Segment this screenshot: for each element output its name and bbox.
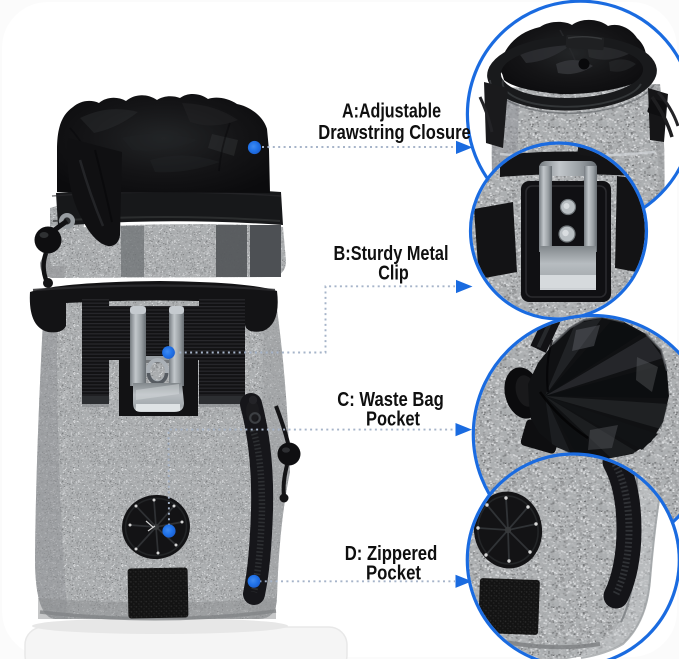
svg-text:Clip: Clip xyxy=(378,263,409,285)
svg-text:Drawstring Closure: Drawstring Closure xyxy=(318,122,471,144)
svg-text:C: Waste Bag: C: Waste Bag xyxy=(337,389,444,411)
svg-text:A:Adjustable: A:Adjustable xyxy=(342,101,441,123)
svg-text:D: Zippered: D: Zippered xyxy=(345,543,438,565)
svg-text:Pocket: Pocket xyxy=(366,562,421,584)
svg-text:Pocket: Pocket xyxy=(366,409,420,431)
svg-text:B:Sturdy Metal: B:Sturdy Metal xyxy=(334,243,449,265)
